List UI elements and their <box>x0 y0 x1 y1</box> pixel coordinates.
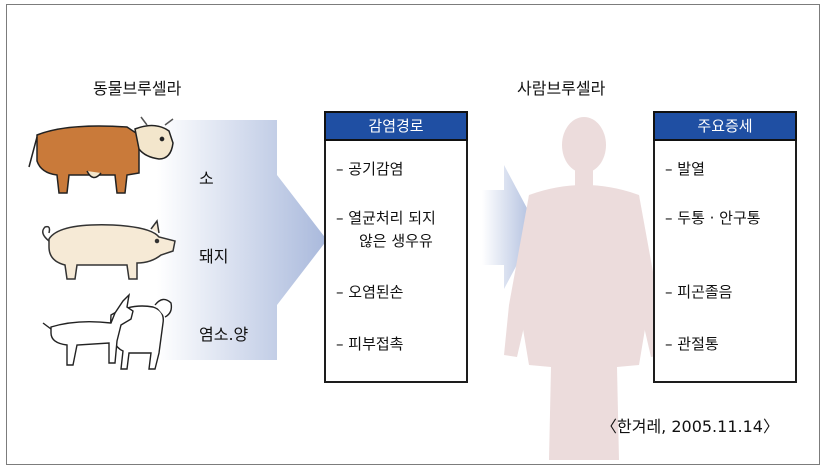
symptom-item-fatigue: – 피곤졸음 <box>665 283 733 301</box>
human-brucella-heading: 사람브루셀라 <box>517 79 606 98</box>
route-item-contaminated-hands: – 오염된손 <box>336 283 404 301</box>
left-flow-arrow <box>157 120 327 360</box>
diagram-frame: 동물브루셀라 사람브루셀라 소 돼지 염소.양 감 <box>6 4 820 465</box>
animal-label-goat-sheep: 염소.양 <box>199 325 249 344</box>
animal-label-pig: 돼지 <box>199 247 229 266</box>
infection-routes-title: 감염경로 <box>324 111 468 141</box>
animal-label-cow: 소 <box>199 169 214 188</box>
cow-icon <box>28 116 174 194</box>
route-item-raw-milk-line2: 않은 생우유 <box>359 232 433 250</box>
pig-icon <box>42 219 176 280</box>
animal-brucella-heading: 동물브루셀라 <box>93 79 182 98</box>
symptoms-box <box>653 111 797 383</box>
source-citation: 〈한겨레, 2005.11.14〉 <box>601 417 779 436</box>
middle-flow-arrow <box>482 165 537 289</box>
symptom-item-headache-eye-pain: – 두통 · 안구통 <box>665 209 761 227</box>
route-item-airborne: – 공기감염 <box>336 160 404 178</box>
goat-sheep-icon <box>42 293 173 370</box>
symptom-item-fever: – 발열 <box>665 160 705 178</box>
symptom-item-joint-pain: – 관절통 <box>665 335 719 353</box>
symptoms-title: 주요증세 <box>653 111 797 141</box>
route-item-raw-milk-line1: – 열균처리 되지 <box>336 209 436 227</box>
human-silhouette-icon <box>504 117 664 460</box>
route-item-skin-contact: – 피부접촉 <box>336 335 404 353</box>
